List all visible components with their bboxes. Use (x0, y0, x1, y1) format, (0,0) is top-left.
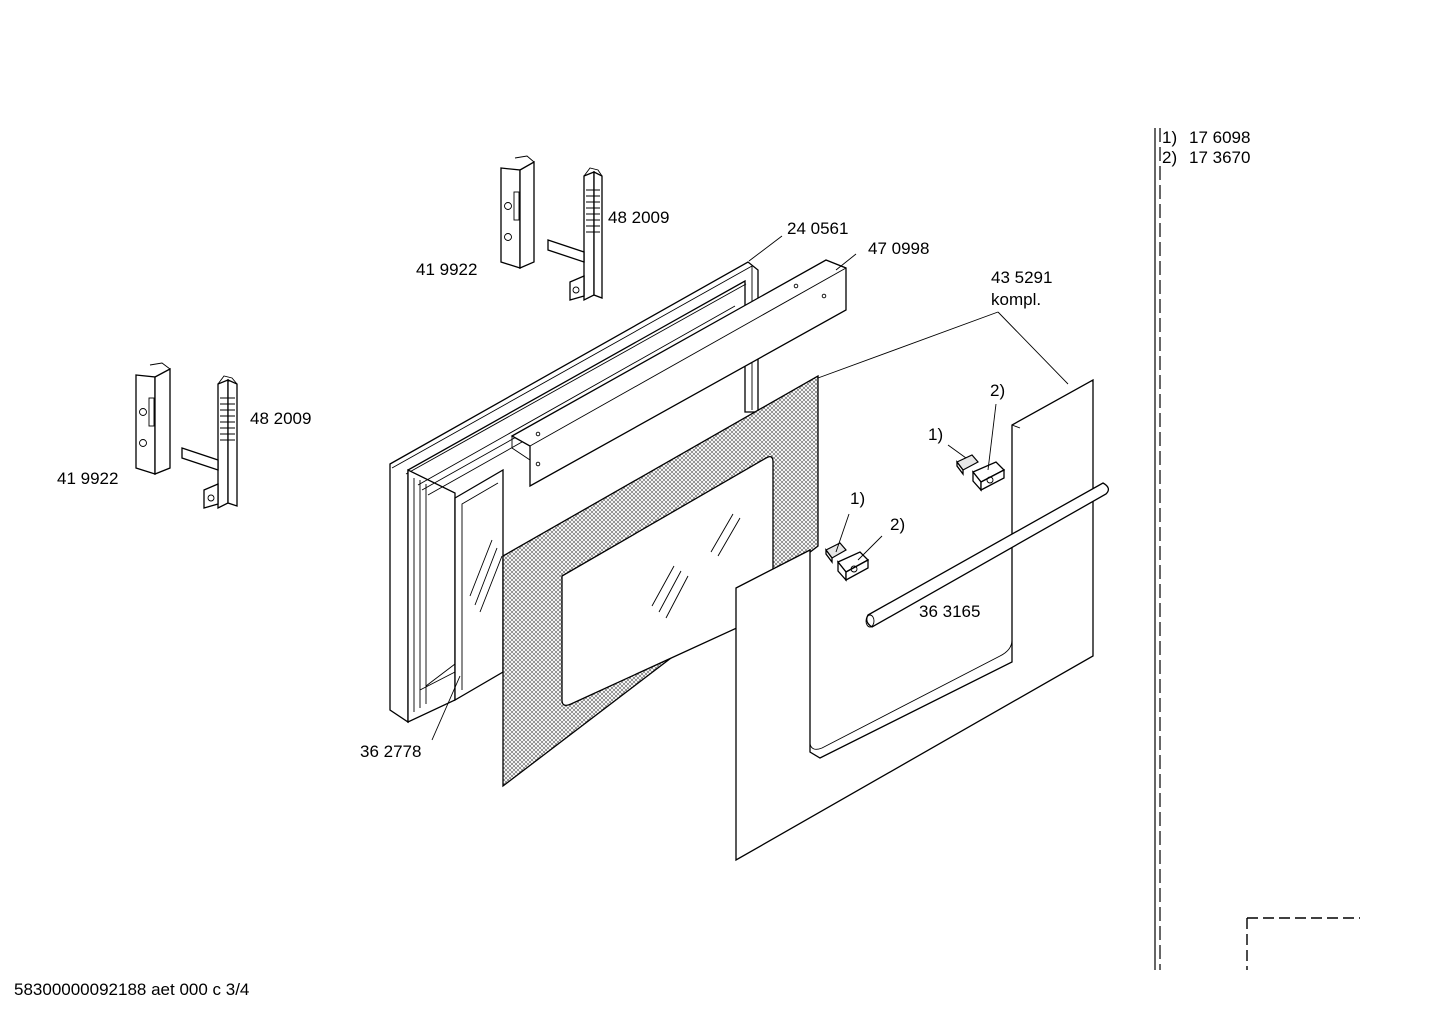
drawing-code: 58300000092188 aet 000 c 3/4 (14, 980, 250, 999)
label-top-strip: 47 0998 (868, 239, 929, 258)
label-handle-bar: 36 3165 (919, 602, 980, 621)
legend-marker-2: 2) (1162, 148, 1177, 167)
label-hinge-lower-left: 41 9922 (57, 469, 118, 488)
legend-part-2: 17 3670 (1189, 148, 1250, 167)
hinge-upper-left (500, 155, 535, 269)
label-inner-glass: 36 2778 (360, 742, 421, 761)
inner-glass-pane (454, 468, 504, 702)
clip-mid-1 (825, 542, 847, 564)
legend-part-1: 17 6098 (1189, 128, 1250, 147)
label-hinge-upper-right: 48 2009 (608, 208, 669, 227)
label-door-frame: 24 0561 (787, 219, 848, 238)
hinge-lower-left (135, 362, 171, 475)
hinge-lower-right (181, 375, 238, 510)
label-hinge-upper-left: 41 9922 (416, 260, 477, 279)
top-strip (510, 259, 847, 488)
label-hinge-lower-right: 48 2009 (250, 409, 311, 428)
leader-lines (431, 235, 1069, 741)
legend-marker-1: 1) (1162, 128, 1177, 147)
label-clip-right-2: 2) (990, 381, 1005, 400)
label-clip-mid-2: 2) (890, 515, 905, 534)
handle-bar (865, 482, 1110, 628)
label-clip-mid-1: 1) (850, 489, 865, 508)
hinge-upper-right (547, 167, 603, 302)
legend-border (1154, 128, 1360, 970)
label-outer-panel: 43 5291 (991, 268, 1052, 287)
clip-mid-2 (836, 551, 870, 582)
clip-right-1 (956, 454, 979, 476)
clip-right-2 (971, 461, 1006, 492)
label-outer-panel-note: kompl. (991, 290, 1041, 309)
label-clip-right-1: 1) (928, 425, 943, 444)
